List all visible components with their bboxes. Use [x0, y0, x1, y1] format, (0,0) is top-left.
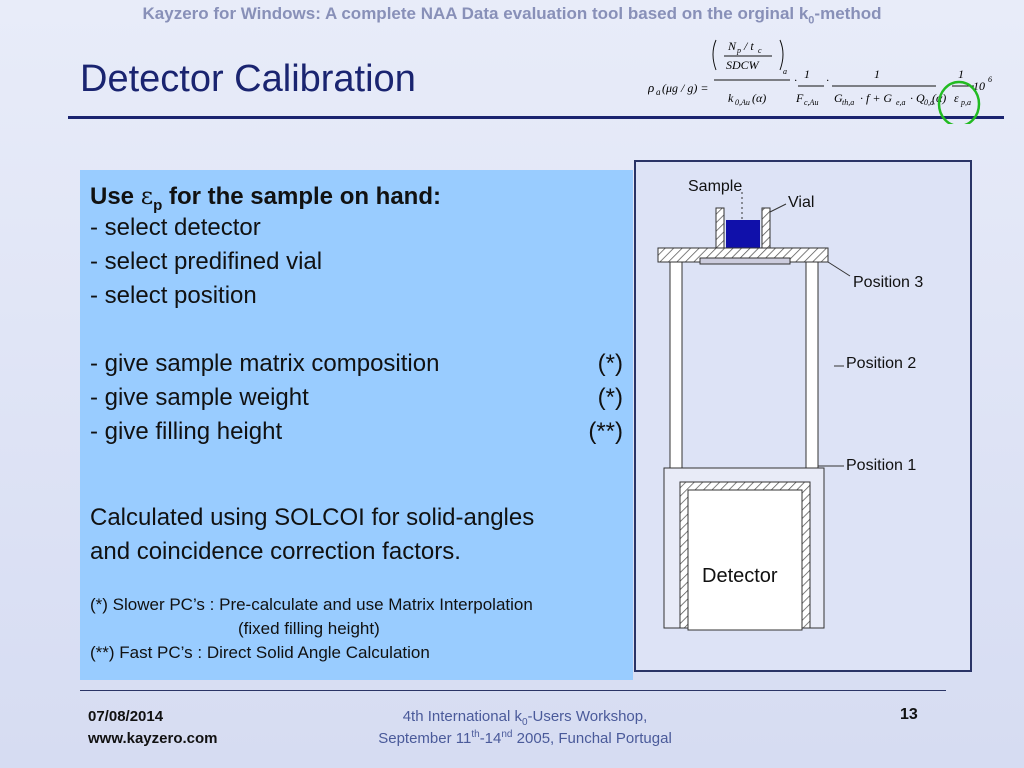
- event-line1-sub: 0: [521, 717, 528, 728]
- calc-line-1: Calculated using SOLCOI for solid-angles: [90, 504, 535, 531]
- event-line1-b: -Users Workshop,: [527, 708, 648, 725]
- heading-rest: for the sample on hand:: [162, 183, 441, 210]
- instruction-select-detector: - select detector: [90, 214, 261, 241]
- footer-rule: [80, 690, 946, 691]
- formula-rho-sub: a: [656, 87, 661, 97]
- spacer: [90, 313, 623, 347]
- header-subscript: 0: [808, 14, 815, 27]
- event-line2-sup1: th: [471, 729, 480, 740]
- fraction2-num: 1: [804, 67, 810, 81]
- detector-diagram: [657, 192, 851, 631]
- footnote-slower-pc: (*) Slower PC’s : Pre-calculate and use …: [90, 595, 533, 614]
- support-rod-right: [805, 261, 819, 469]
- event-line1-a: 4th International k: [402, 708, 522, 725]
- row-text: - give sample weight: [90, 384, 309, 411]
- footer-left: 07/08/2014 www.kayzero.com: [88, 706, 218, 750]
- footnote-fast-pc: (**) Fast PC’s : Direct Solid Angle Calc…: [90, 643, 430, 662]
- fraction3-num: 1: [874, 67, 880, 81]
- row-text: - give filling height: [90, 418, 283, 445]
- label-vial: Vial: [788, 194, 815, 211]
- fraction4-num: 1: [958, 67, 964, 81]
- concentration-formula: ρ a (μg / g) = N p / t c SDCW a k 0,Au (…: [647, 32, 1000, 128]
- fraction3-f: · f + G: [860, 91, 892, 105]
- calc-line-2: and coincidence correction factors.: [90, 538, 461, 565]
- presentation-header: Kayzero for Windows: A complete NAA Data…: [0, 4, 1024, 27]
- footer-date: 07/08/2014: [88, 708, 164, 725]
- fraction4-den-sub: p,a: [960, 98, 971, 107]
- title-rule: [68, 116, 1004, 119]
- vial-wall-right: [761, 207, 771, 253]
- footnotes: (*) Slower PC’s : Pre-calculate and use …: [90, 593, 623, 665]
- formula-k0: k: [728, 91, 734, 105]
- formula-sdcw-sub: a: [783, 67, 787, 76]
- formula-unit: (μg / g) =: [662, 81, 708, 95]
- page-number: 13: [900, 706, 918, 723]
- row-mark: (*): [597, 384, 623, 411]
- fraction3-ge-sub: e,a: [896, 98, 906, 107]
- label-sample: Sample: [688, 178, 743, 195]
- instruction-row-matrix: - give sample matrix composition (*): [90, 347, 623, 381]
- label-position-1: Position 1: [846, 457, 917, 474]
- paren-left: [712, 39, 717, 71]
- slide-title: Detector Calibration: [80, 58, 416, 100]
- header-tail: -method: [814, 4, 882, 23]
- calculation-note: Calculated using SOLCOI for solid-angles…: [90, 501, 623, 569]
- footer-event: 4th International k0-Users Workshop, Sep…: [320, 706, 730, 750]
- heading-epsilon: ε: [140, 182, 154, 210]
- fraction3-g-sub: th,a: [842, 98, 854, 107]
- heading-epsilon-sub: p: [153, 196, 163, 214]
- event-line2-c: 2005, Funchal Portugal: [512, 730, 672, 747]
- formula-tc: / t: [743, 39, 754, 53]
- instructions-heading: Use εp for the sample on hand:: [90, 182, 623, 214]
- vial-base: [699, 257, 791, 265]
- formula-k0-sub: 0,Au: [735, 98, 750, 107]
- fraction2-den: F: [795, 91, 804, 105]
- event-line2-a: September 11: [378, 730, 472, 747]
- heading-use: Use: [90, 183, 141, 210]
- footnote-fixed-height: (fixed filling height): [238, 619, 380, 638]
- position3-leader: [827, 261, 851, 277]
- formula-dot-1: ·: [794, 73, 797, 87]
- instruction-select-vial: - select predifined vial: [90, 248, 323, 275]
- instruction-select-position: - select position: [90, 282, 257, 309]
- footer-website: www.kayzero.com: [88, 730, 218, 747]
- vial-wall-left: [715, 207, 725, 253]
- formula-tc-sub: c: [758, 46, 762, 55]
- formula-rho: ρ: [648, 80, 654, 95]
- formula-alpha: (α): [752, 91, 766, 105]
- event-line2-sup2: nd: [501, 729, 513, 740]
- detector-crystal: [687, 489, 803, 631]
- support-rod-left: [669, 261, 683, 469]
- label-detector: Detector: [702, 565, 778, 587]
- sample-block: [726, 220, 760, 250]
- event-line2-b: -14: [479, 730, 502, 747]
- label-position-3: Position 3: [853, 274, 924, 291]
- formula-dot-2: ·: [826, 73, 829, 87]
- fraction2-den-sub: c,Au: [804, 98, 818, 107]
- formula-sdcw: SDCW: [726, 58, 760, 72]
- instruction-row-weight: - give sample weight (*): [90, 381, 623, 415]
- fraction4-den: ε: [954, 91, 959, 105]
- formula-power-exp: 6: [988, 75, 992, 84]
- vial-leader: [769, 203, 787, 213]
- fraction3-q-sub: 0,a: [924, 98, 934, 107]
- formula-np-sub: p: [736, 46, 741, 55]
- instruction-row-height: - give filling height (**): [90, 415, 623, 449]
- formula-np: N: [727, 39, 737, 53]
- row-mark: (**): [588, 418, 623, 445]
- formula-svg: ρ a (μg / g) = N p / t c SDCW a k 0,Au (…: [647, 39, 992, 128]
- row-mark: (*): [597, 350, 623, 377]
- row-text: - give sample matrix composition: [90, 350, 440, 377]
- label-position-2: Position 2: [846, 355, 917, 372]
- fraction3-q: · Q: [910, 91, 925, 105]
- header-text: Kayzero for Windows: A complete NAA Data…: [142, 4, 809, 23]
- fraction3-g: G: [834, 91, 843, 105]
- instructions-panel: Use εp for the sample on hand: - select …: [80, 170, 633, 680]
- paren-right: [779, 39, 784, 71]
